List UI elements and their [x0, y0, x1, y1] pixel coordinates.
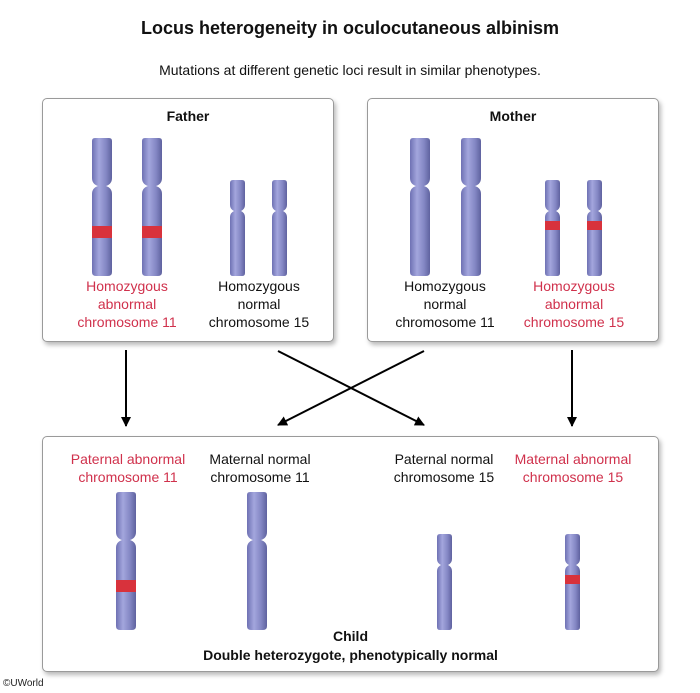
mother-chr15-label: Homozygous abnormal chromosome 15 — [509, 277, 639, 331]
figure-title: Locus heterogeneity in oculocutaneous al… — [140, 18, 560, 38]
figure-subtitle: Mutations at different genetic loci resu… — [159, 62, 541, 78]
child-maternal-chr15-label: Maternal abnormal chromosome 15 — [503, 450, 643, 486]
mother-chromosome-15-b — [587, 180, 602, 276]
child-label-1-line-2: chromosome 11 — [78, 469, 178, 485]
mother-chr11-label: Homozygous normal chromosome 11 — [380, 277, 510, 331]
mother-chr11-line-3: chromosome 11 — [395, 314, 495, 330]
father-chr11-line-1: Homozygous — [86, 278, 168, 294]
father-chromosome-15-b — [272, 180, 287, 276]
father-chromosome-11-b — [142, 138, 162, 276]
mother-chromosome-11-a — [410, 138, 430, 276]
father-chr11-line-3: chromosome 11 — [77, 314, 177, 330]
child-maternal-chromosome-11 — [247, 492, 267, 630]
father-heading: Father — [166, 108, 210, 124]
child-paternal-chr11-label: Paternal abnormal chromosome 11 — [58, 450, 198, 486]
child-paternal-chromosome-15 — [437, 534, 452, 630]
child-label-2-line-2: chromosome 11 — [210, 469, 310, 485]
father-chr11-label: Homozygous abnormal chromosome 11 — [62, 277, 192, 331]
copyright-credit: ©UWorld — [3, 678, 44, 689]
mother-chr15-line-3: chromosome 15 — [523, 314, 625, 330]
mother-heading: Mother — [489, 108, 537, 124]
arrow-mother-chr11-to-child — [277, 350, 425, 426]
child-paternal-chromosome-11 — [116, 492, 136, 630]
child-label-4-line-1: Maternal abnormal — [514, 451, 632, 467]
child-maternal-chr11-label: Maternal normal chromosome 11 — [190, 450, 330, 486]
child-panel — [42, 436, 659, 672]
child-label-2-line-1: Maternal normal — [209, 451, 311, 467]
father-chr15-label: Homozygous normal chromosome 15 — [194, 277, 324, 331]
father-chromosome-15-a — [230, 180, 245, 276]
father-chr15-line-1: Homozygous — [218, 278, 300, 294]
mother-chr11-line-2: normal — [423, 296, 467, 312]
mother-chromosome-11-b — [461, 138, 481, 276]
child-subheading: Double heterozygote, phenotypically norm… — [203, 647, 498, 663]
father-chr15-line-3: chromosome 15 — [208, 314, 310, 330]
mother-chr15-line-1: Homozygous — [533, 278, 615, 294]
mother-chr11-line-1: Homozygous — [404, 278, 486, 294]
mother-chr15-line-2: abnormal — [544, 296, 604, 312]
mother-chromosome-15-a — [545, 180, 560, 276]
father-chr15-line-2: normal — [237, 296, 281, 312]
father-chr11-line-2: abnormal — [97, 296, 157, 312]
child-label-1-line-1: Paternal abnormal — [70, 451, 186, 467]
child-label-3-line-2: chromosome 15 — [393, 469, 495, 485]
child-paternal-chr15-label: Paternal normal chromosome 15 — [374, 450, 514, 486]
child-maternal-chromosome-15 — [565, 534, 580, 630]
child-label-4-line-2: chromosome 15 — [522, 469, 624, 485]
child-label-3-line-1: Paternal normal — [394, 451, 494, 467]
child-heading: Child — [333, 628, 368, 644]
father-chromosome-11-a — [92, 138, 112, 276]
